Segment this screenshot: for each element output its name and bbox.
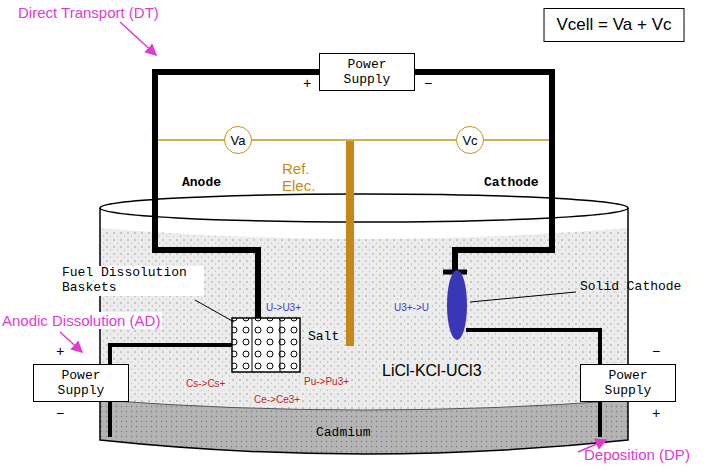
polarity-sign: − [424,76,432,92]
annotation: Direct Transport (DT) [16,4,161,21]
polarity-sign: + [303,76,311,92]
reaction-label: Pu->Pu3+ [302,376,351,388]
part-label: Ref. Elec. [282,160,344,195]
node-text: Power Supply [324,57,410,87]
annotation: Deposition (DP) [584,446,690,463]
polarity-sign: − [56,406,64,422]
salt-label: LiCl-KCl-UCl3 [380,362,484,380]
annotation: Anodic Dissolution (AD) [0,312,162,329]
reaction-label: Ce->Ce3+ [252,394,302,406]
voltmeter-circle: Va [224,126,252,154]
polarity-sign: + [652,406,660,422]
node-text: Vcell = Va + Vc [557,15,672,35]
reaction-label: Cs->Cs+ [184,378,227,390]
reaction-label: U3+->U [392,302,431,314]
part-label: Anode [182,176,221,191]
power-supply-box: Power Supply [319,53,415,91]
voltmeter-circle: Vc [456,126,484,154]
part-label: Cathode [484,176,539,191]
reaction-label: U->U3+ [264,302,303,314]
part-label: Cadmium [316,426,371,441]
polarity-sign: − [652,344,660,360]
node-text: Vc [462,133,477,148]
node-text: Va [231,133,246,148]
polarity-sign: + [56,344,64,360]
equation-box: Vcell = Va + Vc [544,8,685,42]
node-text: Power Supply [38,368,124,398]
power-supply-box: Power Supply [580,364,676,402]
part-label: Salt [306,330,341,345]
power-supply-box: Power Supply [33,364,129,402]
part-label: Fuel Dissolution Baskets [60,266,204,296]
node-text: Power Supply [585,368,671,398]
measurement-lead [252,139,456,141]
part-label: Solid Cathode [580,280,681,295]
